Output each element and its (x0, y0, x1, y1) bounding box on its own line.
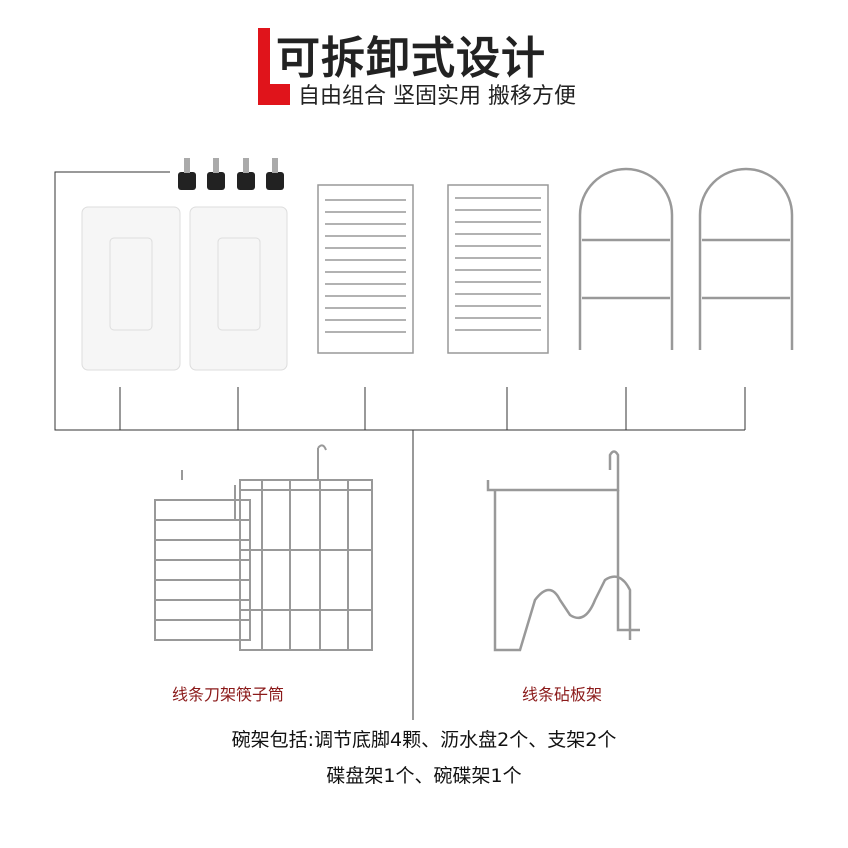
cutting-board-stand (486, 450, 640, 652)
cutting-board-caption: 线条砧板架 (522, 685, 603, 704)
knife-holder (154, 444, 373, 651)
adjustable-feet (178, 158, 284, 190)
page-title: 可拆卸式设计 (276, 33, 546, 84)
page-subtitle: 自由组合 坚固实用 搬移方便 (298, 84, 576, 109)
drain-trays (81, 206, 288, 371)
knife-holder-caption: 线条刀架筷子筒 (172, 685, 285, 704)
connector-lines (54, 171, 746, 720)
description-line-2: 碟盘架1个、碗碟架1个 (326, 765, 522, 787)
side-frames (578, 167, 794, 350)
dish-racks (317, 184, 549, 354)
accent-bar (258, 28, 290, 105)
description-line-1: 碗架包括:调节底脚4颗、沥水盘2个、支架2个 (231, 729, 617, 751)
